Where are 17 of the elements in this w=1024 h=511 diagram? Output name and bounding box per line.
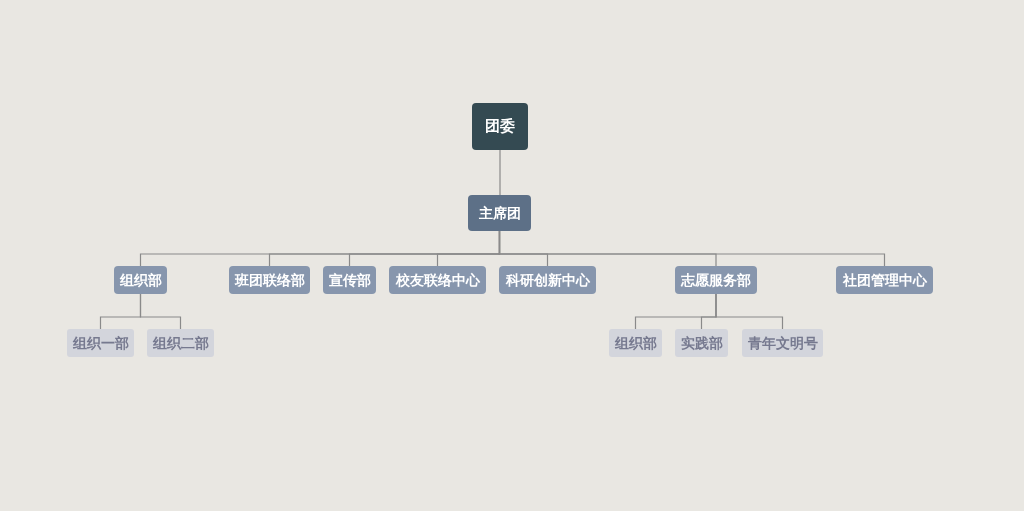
- connector-line: [139, 293, 182, 330]
- org-unit-box: 组织一部: [67, 329, 134, 357]
- connector-line: [499, 149, 501, 196]
- connector-line: [715, 293, 784, 330]
- org-unit-box: 科研创新中心: [499, 266, 596, 294]
- org-unit-box: 组织二部: [147, 329, 214, 357]
- org-unit-box: 社团管理中心: [836, 266, 933, 294]
- org-unit-box: 青年文明号: [742, 329, 823, 357]
- org-unit-box: 主席团: [468, 195, 531, 231]
- org-unit-box: 组织部: [609, 329, 662, 357]
- org-unit-box: 实践部: [675, 329, 728, 357]
- org-unit-box: 团委: [472, 103, 528, 150]
- org-unit-box: 班团联络部: [229, 266, 310, 294]
- org-unit-box: 宣传部: [323, 266, 376, 294]
- org-unit-box: 志愿服务部: [675, 266, 757, 294]
- org-unit-box: 组织部: [114, 266, 167, 294]
- org-unit-box: 校友联络中心: [389, 266, 486, 294]
